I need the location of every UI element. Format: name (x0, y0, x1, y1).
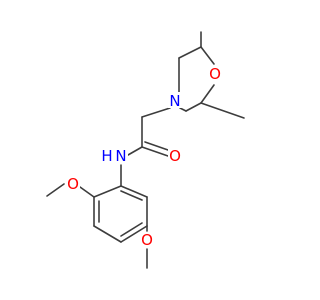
label-bg-h-amide (100, 148, 113, 164)
label-bg-o-methoxy-bottom (140, 232, 154, 248)
atom-label-o-carbonyl: O (169, 147, 181, 165)
label-bg-o-methoxy-top (66, 176, 80, 192)
bond-methyl-bottom (200, 102, 245, 119)
bond-carbonyl-o-a (141, 146, 169, 157)
atom-label-o-methoxy-bottom: O (141, 231, 153, 249)
bond-ar-o-top (79, 186, 95, 198)
atom-labels: N O O N H O O (66, 65, 222, 249)
label-bg-o-carbonyl (168, 148, 182, 164)
bonds (46, 31, 245, 269)
bond-ar-4 (120, 225, 148, 243)
bond-ar-6 (120, 185, 148, 198)
bond-ring-c3-c4 (185, 102, 202, 112)
bond-ring-o-c3 (200, 84, 215, 104)
atom-label-o-methoxy-top: O (67, 175, 79, 193)
bond-ar-6-inner (120, 190, 143, 201)
bond-carbonyl-n (127, 146, 143, 156)
bond-ar-4-inner (120, 222, 143, 237)
label-bg-n-amide (114, 148, 128, 164)
bond-ring-c4-n (179, 107, 187, 112)
molecule-structure-diagram: N O O N H O O (46, 31, 245, 269)
atom-label-h-amide: H (101, 147, 112, 165)
atom-label-n-amide: N (115, 147, 126, 165)
bond-o-methyl-top (46, 183, 65, 197)
bond-ar-3 (93, 225, 122, 243)
bond-ring-c2-o (200, 46, 215, 65)
bond-ar-1 (93, 185, 122, 198)
label-bg-n-ring (168, 92, 182, 108)
bond-ring-c1-c2 (178, 46, 202, 59)
atom-label-o-ring: O (209, 65, 221, 83)
bond-n-ch2 (141, 107, 171, 118)
atom-label-n-ring: N (169, 92, 180, 110)
label-bg-o-ring (208, 66, 222, 82)
bond-carbonyl-o-b (144, 141, 169, 151)
